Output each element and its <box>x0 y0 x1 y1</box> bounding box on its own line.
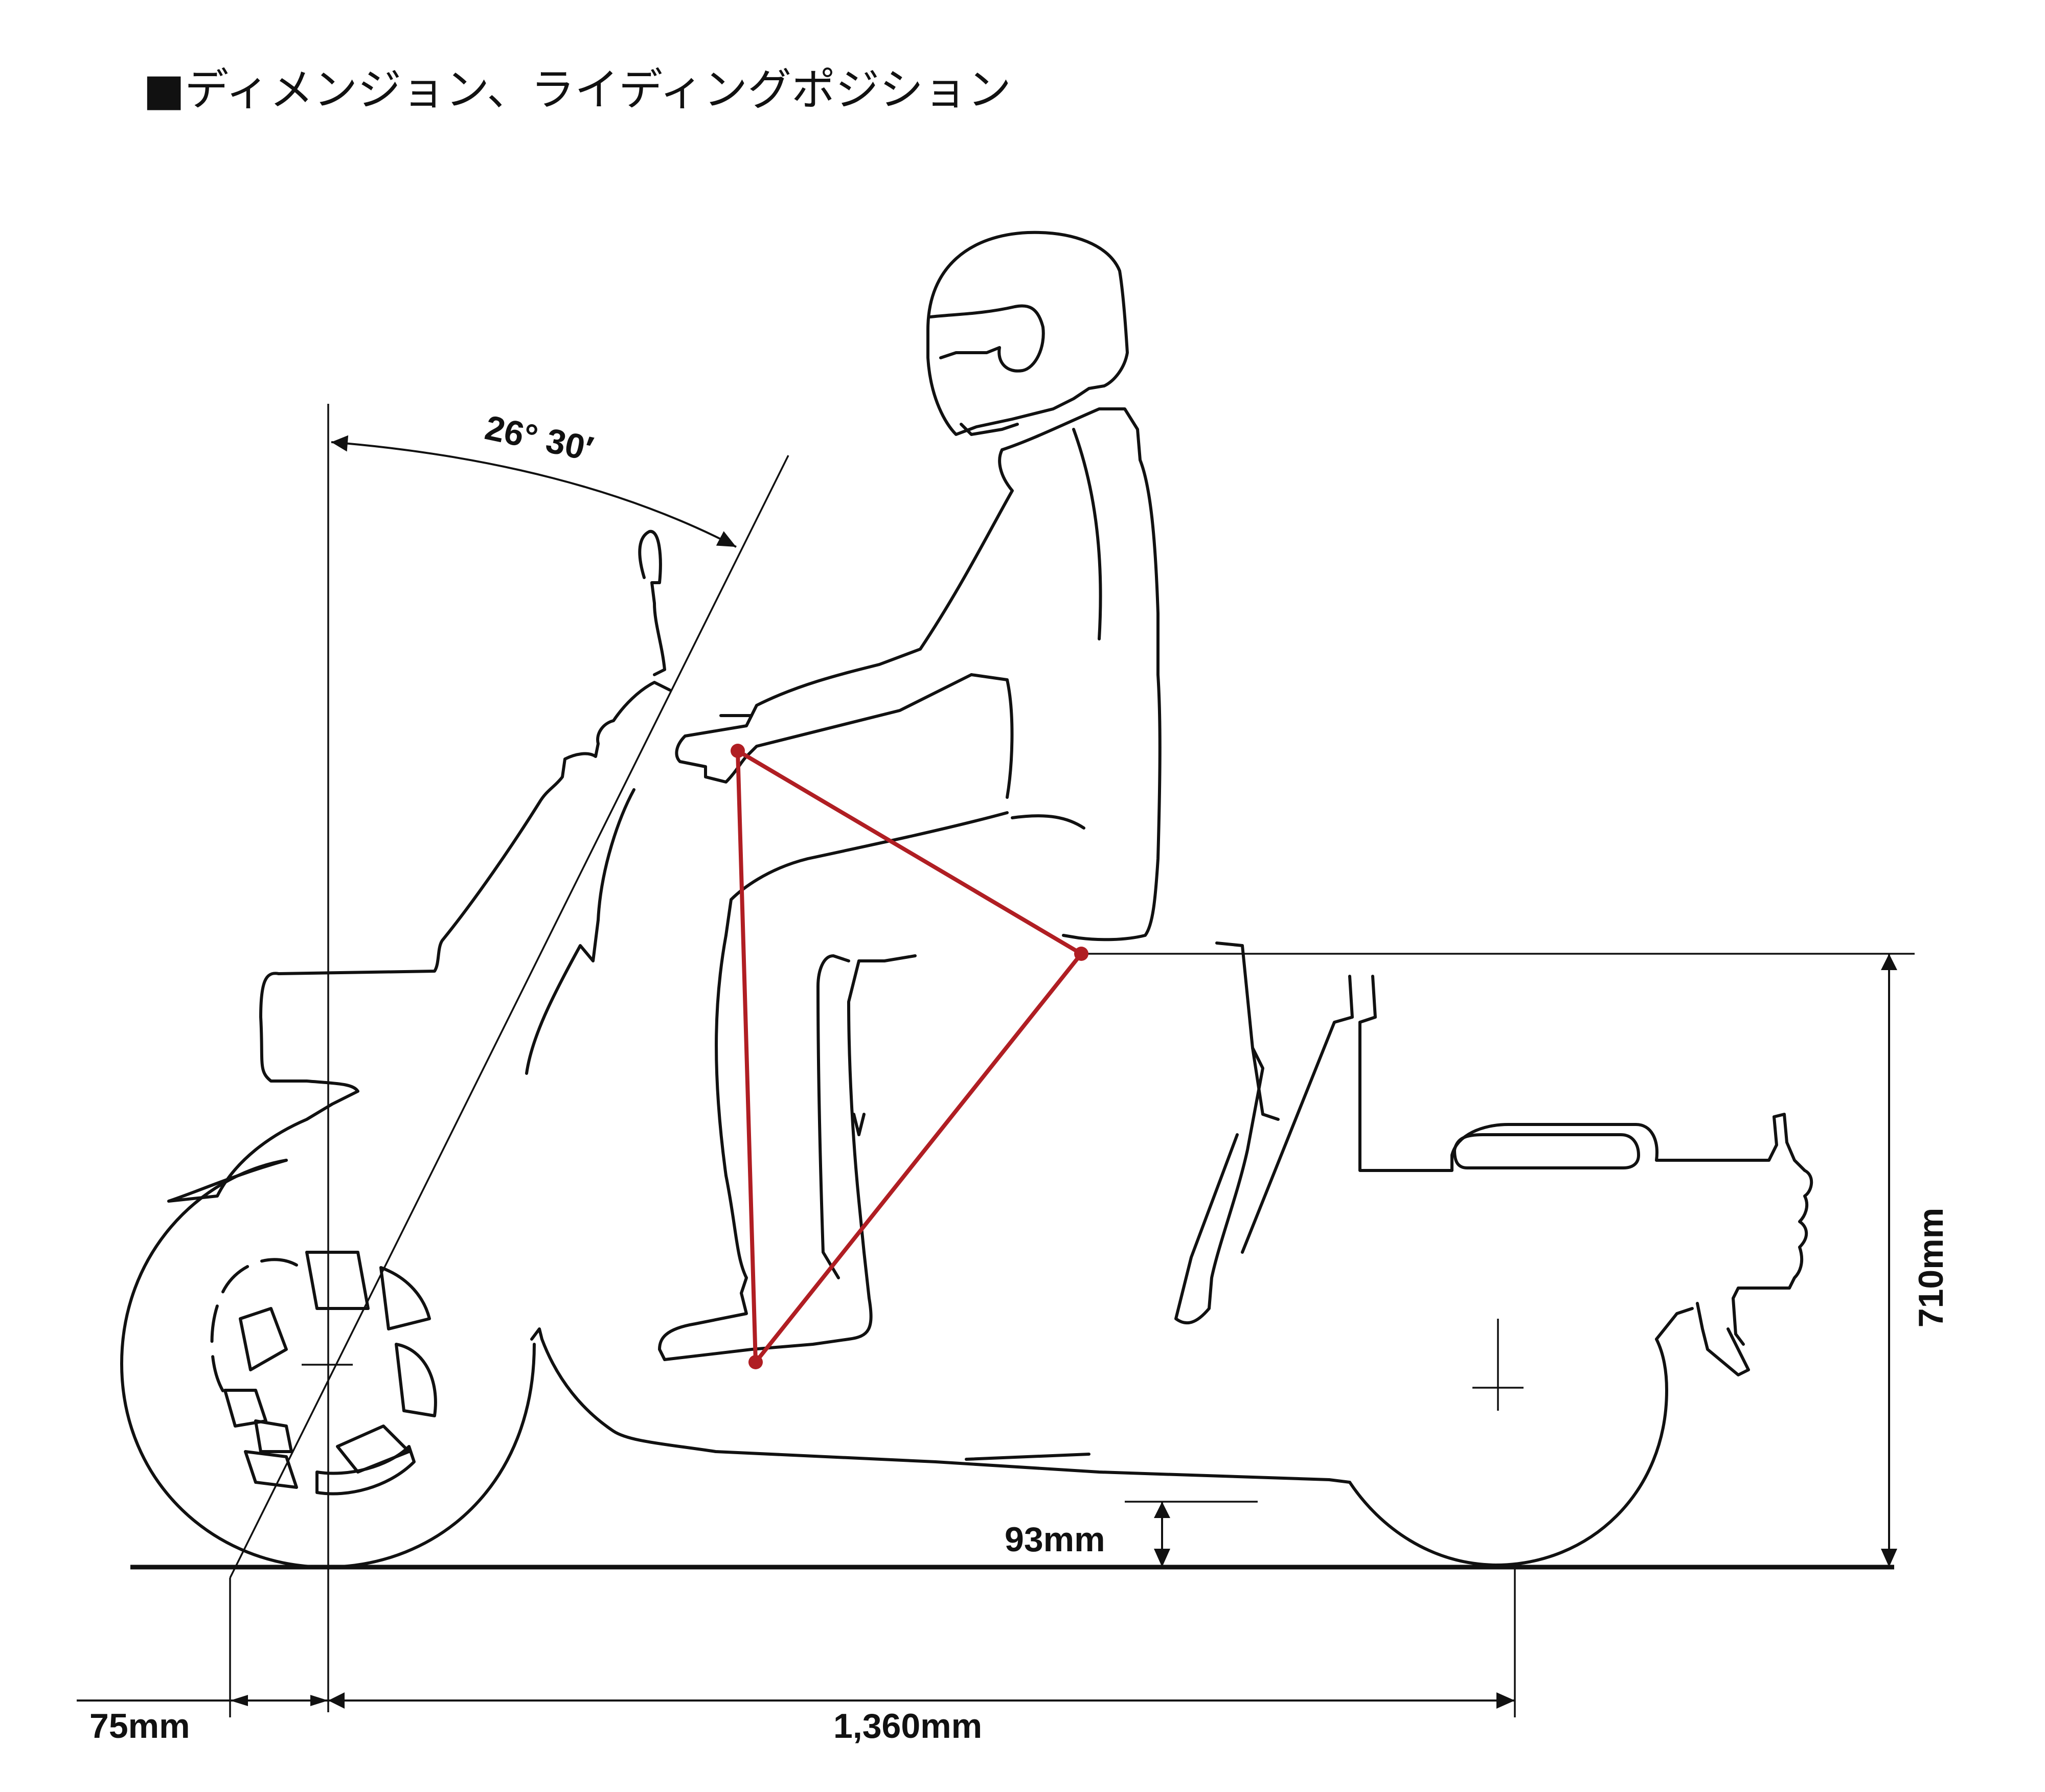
seat-height-label: 710mm <box>1912 1208 1950 1327</box>
title-square-marker: ■ <box>143 64 185 116</box>
handlebar-grip-point <box>731 744 745 758</box>
wheelbase-label: 1,360mm <box>833 1707 982 1745</box>
seat-hip-point <box>1074 947 1088 961</box>
ground-clearance-label: 93mm <box>1005 1520 1105 1559</box>
caster-angle-arc <box>331 435 737 548</box>
title-text: ディメンジョン、ライディングポジション <box>185 64 1012 116</box>
footrest-point <box>748 1355 763 1369</box>
rear-wheel <box>1348 1319 1668 1567</box>
front-wheel <box>120 1159 536 1569</box>
motorcycle-outline <box>167 530 1813 1484</box>
riding-position-triangle <box>731 744 1088 1369</box>
rider-outline <box>658 231 1162 1361</box>
page-title: ■ディメンジョン、ライディングポジション <box>143 54 1011 118</box>
steering-axis-line <box>229 455 789 1578</box>
caster-angle-label: 26° 30′ <box>482 408 597 469</box>
trail-label: 75mm <box>89 1707 190 1745</box>
triangle-lines <box>736 749 1083 1364</box>
